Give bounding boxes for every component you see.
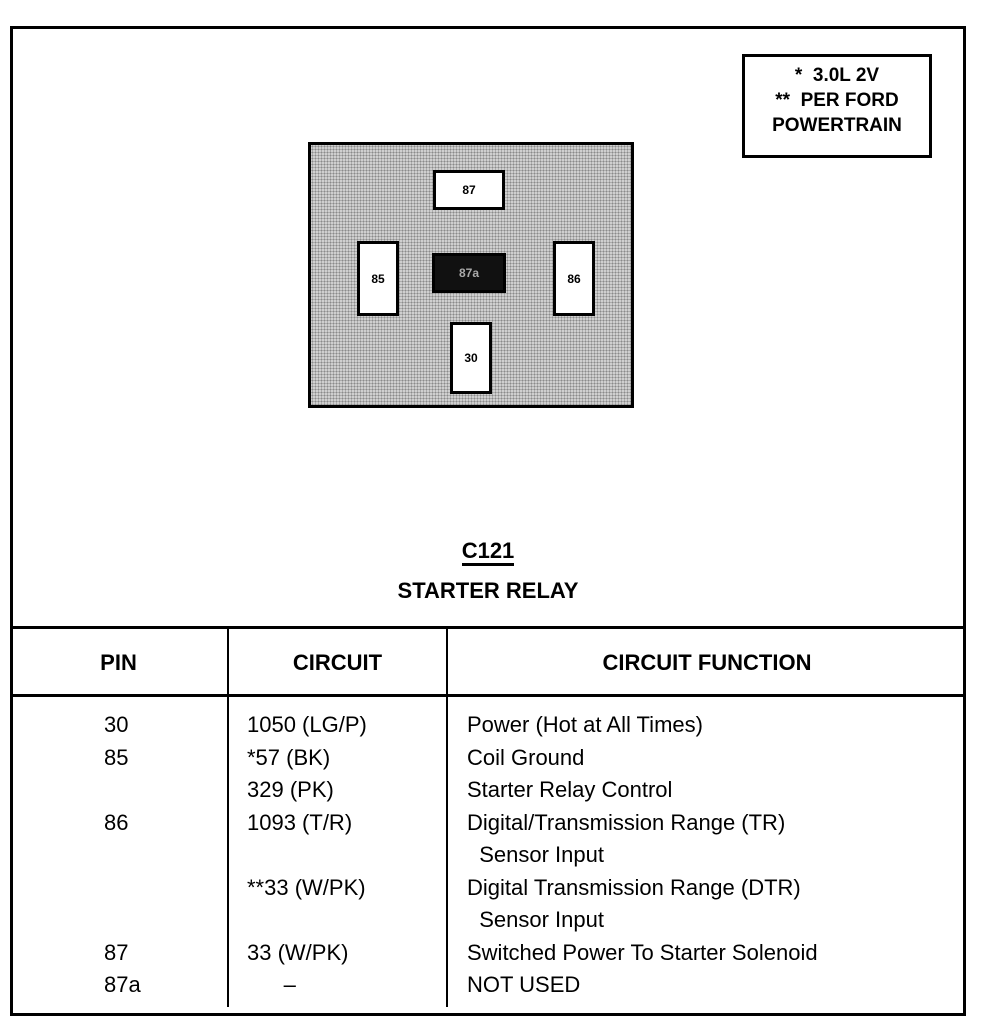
cell-circuit: 1093 (T/R) — [247, 809, 353, 835]
cell-function: Coil Ground — [467, 744, 585, 770]
table-header-rule — [10, 694, 966, 697]
cell-circuit: 1050 (LG/P) — [247, 712, 367, 737]
table-body: 30 1050 (LG/P) Power (Hot at All Times) … — [0, 712, 992, 1005]
cell-function: Switched Power To Starter Solenoid — [467, 939, 818, 965]
cell-pin: 87 — [104, 939, 129, 965]
table-row: 30 1050 (LG/P) Power (Hot at All Times) — [0, 712, 992, 745]
pin-30: 30 — [450, 322, 492, 394]
table-row: 85 *57 (BK) Coil Ground — [0, 745, 992, 778]
cell-function: Starter Relay Control — [467, 777, 673, 802]
header-circuit: CIRCUIT — [292, 650, 383, 675]
cell-circuit: 329 (PK) — [247, 777, 334, 802]
connector-id: C121 — [10, 538, 966, 566]
table-row: 87a – NOT USED — [0, 972, 992, 1005]
cell-circuit: **33 (W/PK) — [247, 874, 366, 900]
table-top-rule — [10, 626, 966, 629]
cell-function: Digital/Transmission Range (TR) — [467, 809, 786, 835]
header-circuit-function: CIRCUIT FUNCTION — [602, 650, 812, 675]
table-row: Sensor Input — [0, 842, 992, 875]
table-row: **33 (W/PK) Digital Transmission Range (… — [0, 875, 992, 908]
table-row: Sensor Input — [0, 907, 992, 940]
cell-circuit: *57 (BK) — [247, 744, 331, 770]
pin-87a: 87a — [432, 253, 506, 293]
legend-line-3: POWERTRAIN — [772, 115, 902, 136]
cell-function: NOT USED — [467, 972, 581, 997]
legend-line-2: ** PER FORD — [775, 90, 899, 111]
header-pin: PIN — [100, 650, 137, 675]
table-row: 329 (PK) Starter Relay Control — [0, 777, 992, 810]
diagram-frame — [10, 26, 966, 1016]
cell-pin: 30 — [104, 712, 129, 737]
pin-87: 87 — [433, 170, 505, 210]
cell-function: Sensor Input — [467, 907, 604, 932]
column-divider-2 — [446, 626, 448, 1007]
connector-id-text: C121 — [461, 538, 515, 566]
column-divider-1 — [227, 626, 229, 1007]
table-row: 87 33 (W/PK) Switched Power To Starter S… — [0, 940, 992, 973]
cell-pin: 87a — [104, 972, 141, 997]
table-row: 86 1093 (T/R) Digital/Transmission Range… — [0, 810, 992, 843]
legend-line-1: * 3.0L 2V — [794, 65, 880, 86]
cell-function: Sensor Input — [467, 842, 604, 867]
cell-function: Digital Transmission Range (DTR) — [467, 874, 801, 900]
cell-circuit: – — [247, 972, 296, 997]
connector-name: STARTER RELAY — [397, 578, 579, 603]
pin-85: 85 — [357, 241, 399, 316]
cell-pin: 86 — [104, 809, 129, 835]
legend-box: * 3.0L 2V ** PER FORD POWERTRAIN — [742, 54, 932, 158]
connector-face: 87 85 87a 86 30 — [308, 142, 634, 408]
cell-circuit: 33 (W/PK) — [247, 939, 349, 965]
pin-86: 86 — [553, 241, 595, 316]
cell-function: Power (Hot at All Times) — [467, 712, 703, 737]
cell-pin: 85 — [104, 744, 129, 770]
